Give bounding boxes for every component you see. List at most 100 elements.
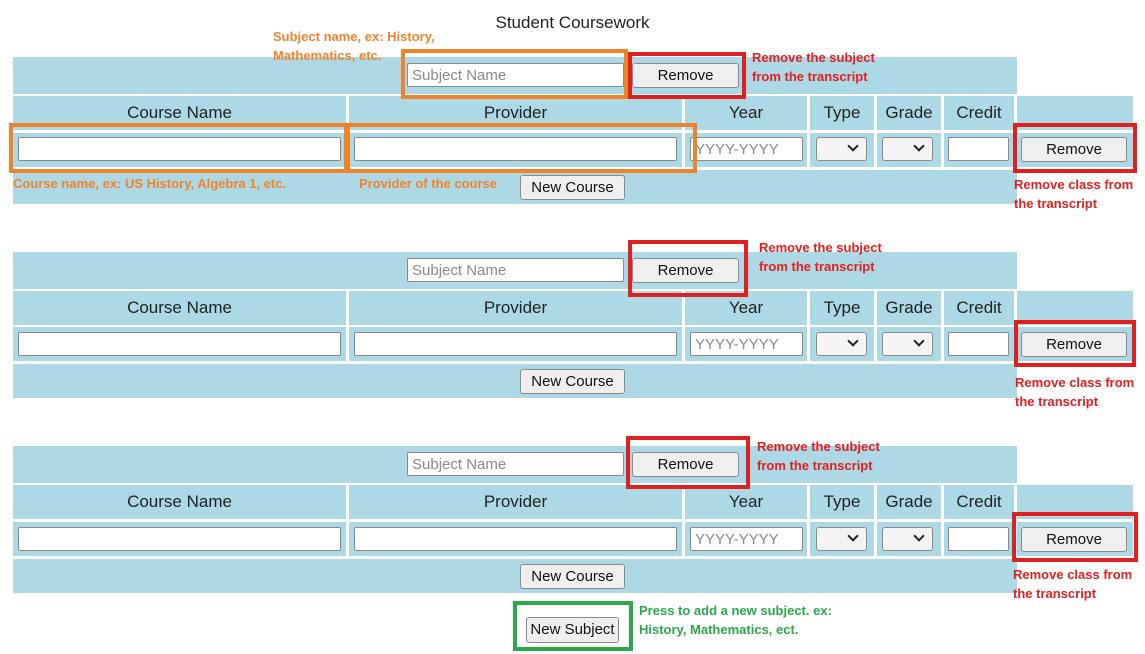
new-course-row [13, 170, 1017, 204]
course-name-input[interactable] [18, 332, 341, 356]
col-header-cell [944, 291, 1014, 325]
type-select[interactable] [816, 527, 867, 551]
provider-input[interactable] [354, 332, 677, 356]
new-course-button[interactable]: New Course [520, 369, 625, 394]
new-course-row [13, 559, 1017, 593]
col-header-cell [349, 291, 682, 325]
credit-input[interactable] [948, 137, 1009, 161]
annotation-remove-class: Remove class from the transcript [1013, 565, 1132, 603]
new-course-button[interactable]: New Course [520, 564, 625, 589]
col-header-cell [877, 485, 941, 519]
col-header-type: Type [823, 492, 861, 511]
col-header-grade: Grade [885, 103, 933, 122]
col-header-year: Year [728, 103, 764, 122]
col-header-provider: Provider [483, 492, 548, 511]
credit-input[interactable] [948, 332, 1009, 356]
col-header-cell [877, 291, 941, 325]
remove-course-button[interactable]: Remove [1021, 332, 1127, 357]
col-header-credit: Credit [956, 492, 1002, 511]
grade-select[interactable] [882, 137, 933, 161]
annotation-line: Press to add a new subject. ex: [639, 603, 832, 618]
subject-name-input[interactable] [407, 63, 624, 87]
annotation-line: Subject name, ex: History, [273, 29, 435, 44]
new-course-button[interactable]: New Course [520, 175, 625, 200]
provider-input[interactable] [354, 137, 677, 161]
col-header-type: Type [823, 103, 861, 122]
chevron-down-icon [847, 335, 859, 347]
col-header-year: Year [728, 298, 764, 317]
annotation-line: Remove class from [1014, 177, 1134, 192]
provider-input[interactable] [354, 527, 677, 551]
annotation-line: History, Mathematics, ect. [639, 622, 799, 637]
course-name-input[interactable] [18, 137, 341, 161]
col-header-year: Year [728, 492, 764, 511]
annotation-remove-class: Remove class from the transcript [1014, 175, 1133, 213]
chevron-down-icon [913, 530, 925, 542]
year-input[interactable] [690, 332, 803, 356]
annotation-box-remove-class [1013, 123, 1137, 173]
annotation-box-remove-class [1014, 320, 1136, 367]
col-header-cell [810, 291, 874, 325]
annotation-box-remove-subject [628, 240, 748, 297]
grade-select[interactable] [882, 332, 933, 356]
annotation-line: Remove class from [1015, 375, 1135, 390]
col-header-cell [1017, 291, 1133, 325]
col-header-cell [877, 96, 941, 130]
annotation-box-remove-subject [626, 436, 750, 489]
col-header-grade: Grade [885, 492, 933, 511]
annotation-remove-subject: Remove the subject from the transcript [757, 437, 880, 475]
remove-course-button[interactable]: Remove [1021, 137, 1127, 162]
annotation-line: Remove class from [1013, 567, 1133, 582]
annotation-line: the transcript [1013, 586, 1097, 601]
subject-name-input[interactable] [407, 452, 624, 476]
new-course-row [13, 364, 1017, 398]
annotation-line: from the transcript [757, 458, 873, 473]
grade-select[interactable] [882, 527, 933, 551]
annotation-line: from the transcript [759, 259, 875, 274]
col-header-credit: Credit [956, 298, 1002, 317]
subject-name-input[interactable] [407, 258, 624, 282]
remove-subject-button[interactable]: Remove [632, 452, 739, 477]
credit-input[interactable] [948, 527, 1009, 551]
annotation-box-subject-name [401, 49, 628, 99]
remove-subject-button[interactable]: Remove [632, 63, 739, 88]
col-header-course-name: Course Name [127, 103, 232, 122]
chevron-down-icon [847, 530, 859, 542]
course-name-input[interactable] [18, 527, 341, 551]
col-header-cell [13, 485, 346, 519]
annotation-line: the transcript [1015, 394, 1099, 409]
annotation-box-remove-subject [628, 52, 746, 99]
annotation-line: Remove the subject [759, 240, 882, 255]
annotation-line: Mathematics, etc. [273, 48, 382, 63]
annotation-new-subject: Press to add a new subject. ex: History,… [639, 601, 832, 639]
annotation-box-course-name [9, 123, 348, 173]
col-header-cell [810, 485, 874, 519]
type-select[interactable] [816, 332, 867, 356]
annotation-subject-name: Subject name, ex: History, Mathematics, … [273, 27, 435, 65]
remove-subject-button[interactable]: Remove [632, 258, 739, 283]
year-input[interactable] [690, 527, 803, 551]
col-header-cell [944, 96, 1014, 130]
annotation-remove-subject: Remove the subject from the transcript [752, 48, 875, 86]
page-title: Student Coursework [495, 13, 650, 32]
type-select[interactable] [816, 137, 867, 161]
col-header-cell [810, 96, 874, 130]
col-header-cell [685, 96, 807, 130]
annotation-remove-subject: Remove the subject from the transcript [759, 238, 882, 276]
annotation-box-new-subject [513, 601, 633, 651]
col-header-cell [13, 291, 346, 325]
chevron-down-icon [913, 140, 925, 152]
new-subject-button[interactable]: New Subject [526, 617, 619, 643]
year-input[interactable] [690, 137, 803, 161]
remove-course-button[interactable]: Remove [1021, 527, 1127, 552]
col-header-grade: Grade [885, 298, 933, 317]
annotation-line: from the transcript [752, 69, 868, 84]
col-header-credit: Credit [956, 103, 1002, 122]
col-header-course-name: Course Name [127, 492, 232, 511]
annotation-line: the transcript [1014, 196, 1098, 211]
col-header-type: Type [823, 298, 861, 317]
col-header-cell [349, 485, 682, 519]
col-header-cell [944, 485, 1014, 519]
col-header-course-name: Course Name [127, 298, 232, 317]
annotation-remove-class: Remove class from the transcript [1015, 373, 1134, 411]
